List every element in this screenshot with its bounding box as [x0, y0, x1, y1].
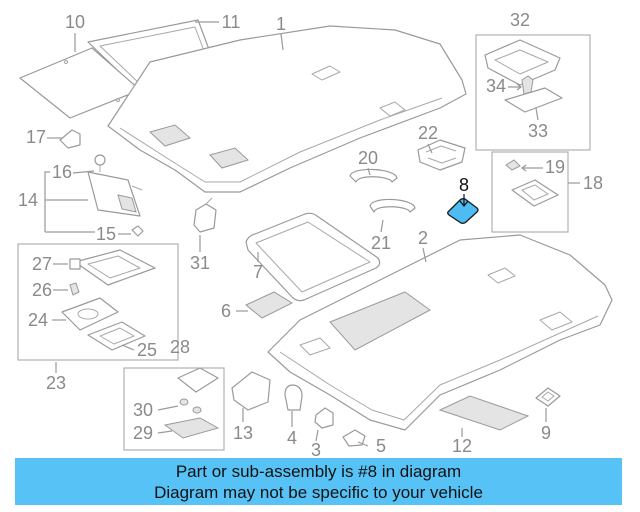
group-box-32 — [475, 34, 591, 151]
part-2-headliner — [267, 234, 613, 431]
leader-line-34 — [508, 83, 522, 91]
group-box-28 — [123, 367, 225, 451]
part-8-highlighted — [447, 198, 479, 224]
callout-3: 3 — [311, 440, 321, 458]
leader-line-33 — [535, 107, 539, 121]
callout-25: 25 — [137, 340, 157, 360]
part-21-grab-handle — [369, 198, 416, 213]
callout-18: 18 — [583, 173, 603, 193]
part-25-lens — [87, 321, 146, 351]
callout-27: 27 — [32, 254, 52, 274]
part-18-lamp — [511, 179, 559, 207]
callout-12: 12 — [452, 436, 472, 456]
group-box-18 — [491, 151, 569, 233]
callout-32: 32 — [510, 10, 530, 30]
callout-1: 1 — [276, 14, 286, 34]
callout-20: 20 — [358, 148, 378, 168]
part-27-switch — [69, 258, 81, 270]
leader-line-8 — [459, 194, 469, 207]
callout-24: 24 — [28, 310, 48, 330]
callout-23: 23 — [46, 373, 66, 393]
part-22-bracket — [417, 139, 466, 171]
callout-26: 26 — [32, 280, 52, 300]
part-28-lamp — [177, 367, 219, 393]
leader-line-14 — [44, 171, 95, 233]
part-6-panel — [245, 291, 294, 319]
callout-15: 15 — [96, 224, 116, 244]
part-30-bulbs — [179, 398, 202, 414]
part-9-cap — [535, 387, 561, 407]
callout-4: 4 — [287, 428, 297, 448]
part-3-clip — [314, 407, 334, 429]
part-23-console — [74, 249, 156, 286]
callout-7: 7 — [253, 262, 263, 282]
callout-22: 22 — [418, 123, 438, 143]
part-7-sunroof-frame — [245, 212, 381, 302]
callout-11: 11 — [222, 12, 241, 32]
parts-diagram: 1 2 3 4 5 6 7 8 9 10 11 12 13 14 15 16 1… — [17, 10, 613, 458]
leader-line-20 — [367, 167, 371, 176]
callout-21: 21 — [371, 233, 391, 253]
callout-2: 2 — [418, 228, 428, 248]
part-16-clip — [94, 154, 106, 172]
leader-line-22 — [427, 143, 433, 154]
callout-8-selected: 8 — [459, 175, 469, 195]
banner-line-disclaimer: Diagram may not be specific to your vehi… — [154, 483, 483, 502]
part-29-lens — [163, 417, 220, 439]
part-17-clip — [59, 129, 81, 149]
callout-9: 9 — [541, 423, 551, 443]
leader-line-2 — [422, 247, 427, 263]
leader-line-1 — [280, 33, 284, 51]
callout-13: 13 — [233, 423, 253, 443]
leader-line-29 — [157, 430, 173, 434]
leader-line-5 — [357, 441, 369, 447]
part-15-clip — [131, 225, 144, 237]
callout-30: 30 — [133, 400, 153, 420]
leader-line-25 — [121, 344, 135, 351]
callout-5: 5 — [376, 436, 386, 456]
part-32-console — [484, 39, 561, 86]
info-banner: Part or sub-assembly is #8 in diagram Di… — [15, 458, 622, 505]
group-box-23 — [17, 243, 179, 361]
part-19-bulb — [505, 159, 521, 171]
callout-33: 33 — [528, 121, 548, 141]
callout-6: 6 — [221, 301, 231, 321]
callout-34: 34 — [486, 76, 506, 96]
part-4-hook — [284, 384, 303, 411]
part-24-plate — [61, 297, 119, 331]
callout-28: 28 — [170, 337, 190, 357]
callout-10: 10 — [65, 12, 85, 32]
leader-line-16 — [72, 170, 95, 174]
leader-line-3 — [315, 429, 319, 442]
part-34-insert — [521, 75, 534, 95]
callout-labels: 1 2 3 4 5 6 7 8 9 10 11 12 13 14 15 16 1… — [18, 10, 603, 458]
part-13-pad — [231, 371, 271, 411]
part-1-headliner — [107, 25, 467, 193]
leader-line-19 — [521, 164, 543, 172]
leader-line-30 — [157, 405, 179, 411]
banner-line-part-number: Part or sub-assembly is #8 in diagram — [175, 462, 462, 481]
part-14-sun-visor — [87, 171, 143, 217]
part-33-lens — [504, 87, 563, 113]
leader-line-21 — [380, 219, 384, 233]
part-20-grab-handle — [349, 168, 398, 183]
leader-lines — [44, 21, 580, 447]
callout-31: 31 — [190, 253, 210, 273]
callout-16: 16 — [52, 162, 72, 182]
part-26-cover — [69, 282, 80, 296]
callout-17: 17 — [26, 127, 46, 147]
callout-14: 14 — [18, 190, 38, 210]
part-31-lamp — [193, 197, 217, 233]
callout-19: 19 — [545, 157, 565, 177]
part-12-panel — [438, 395, 530, 431]
callout-29: 29 — [133, 423, 153, 443]
